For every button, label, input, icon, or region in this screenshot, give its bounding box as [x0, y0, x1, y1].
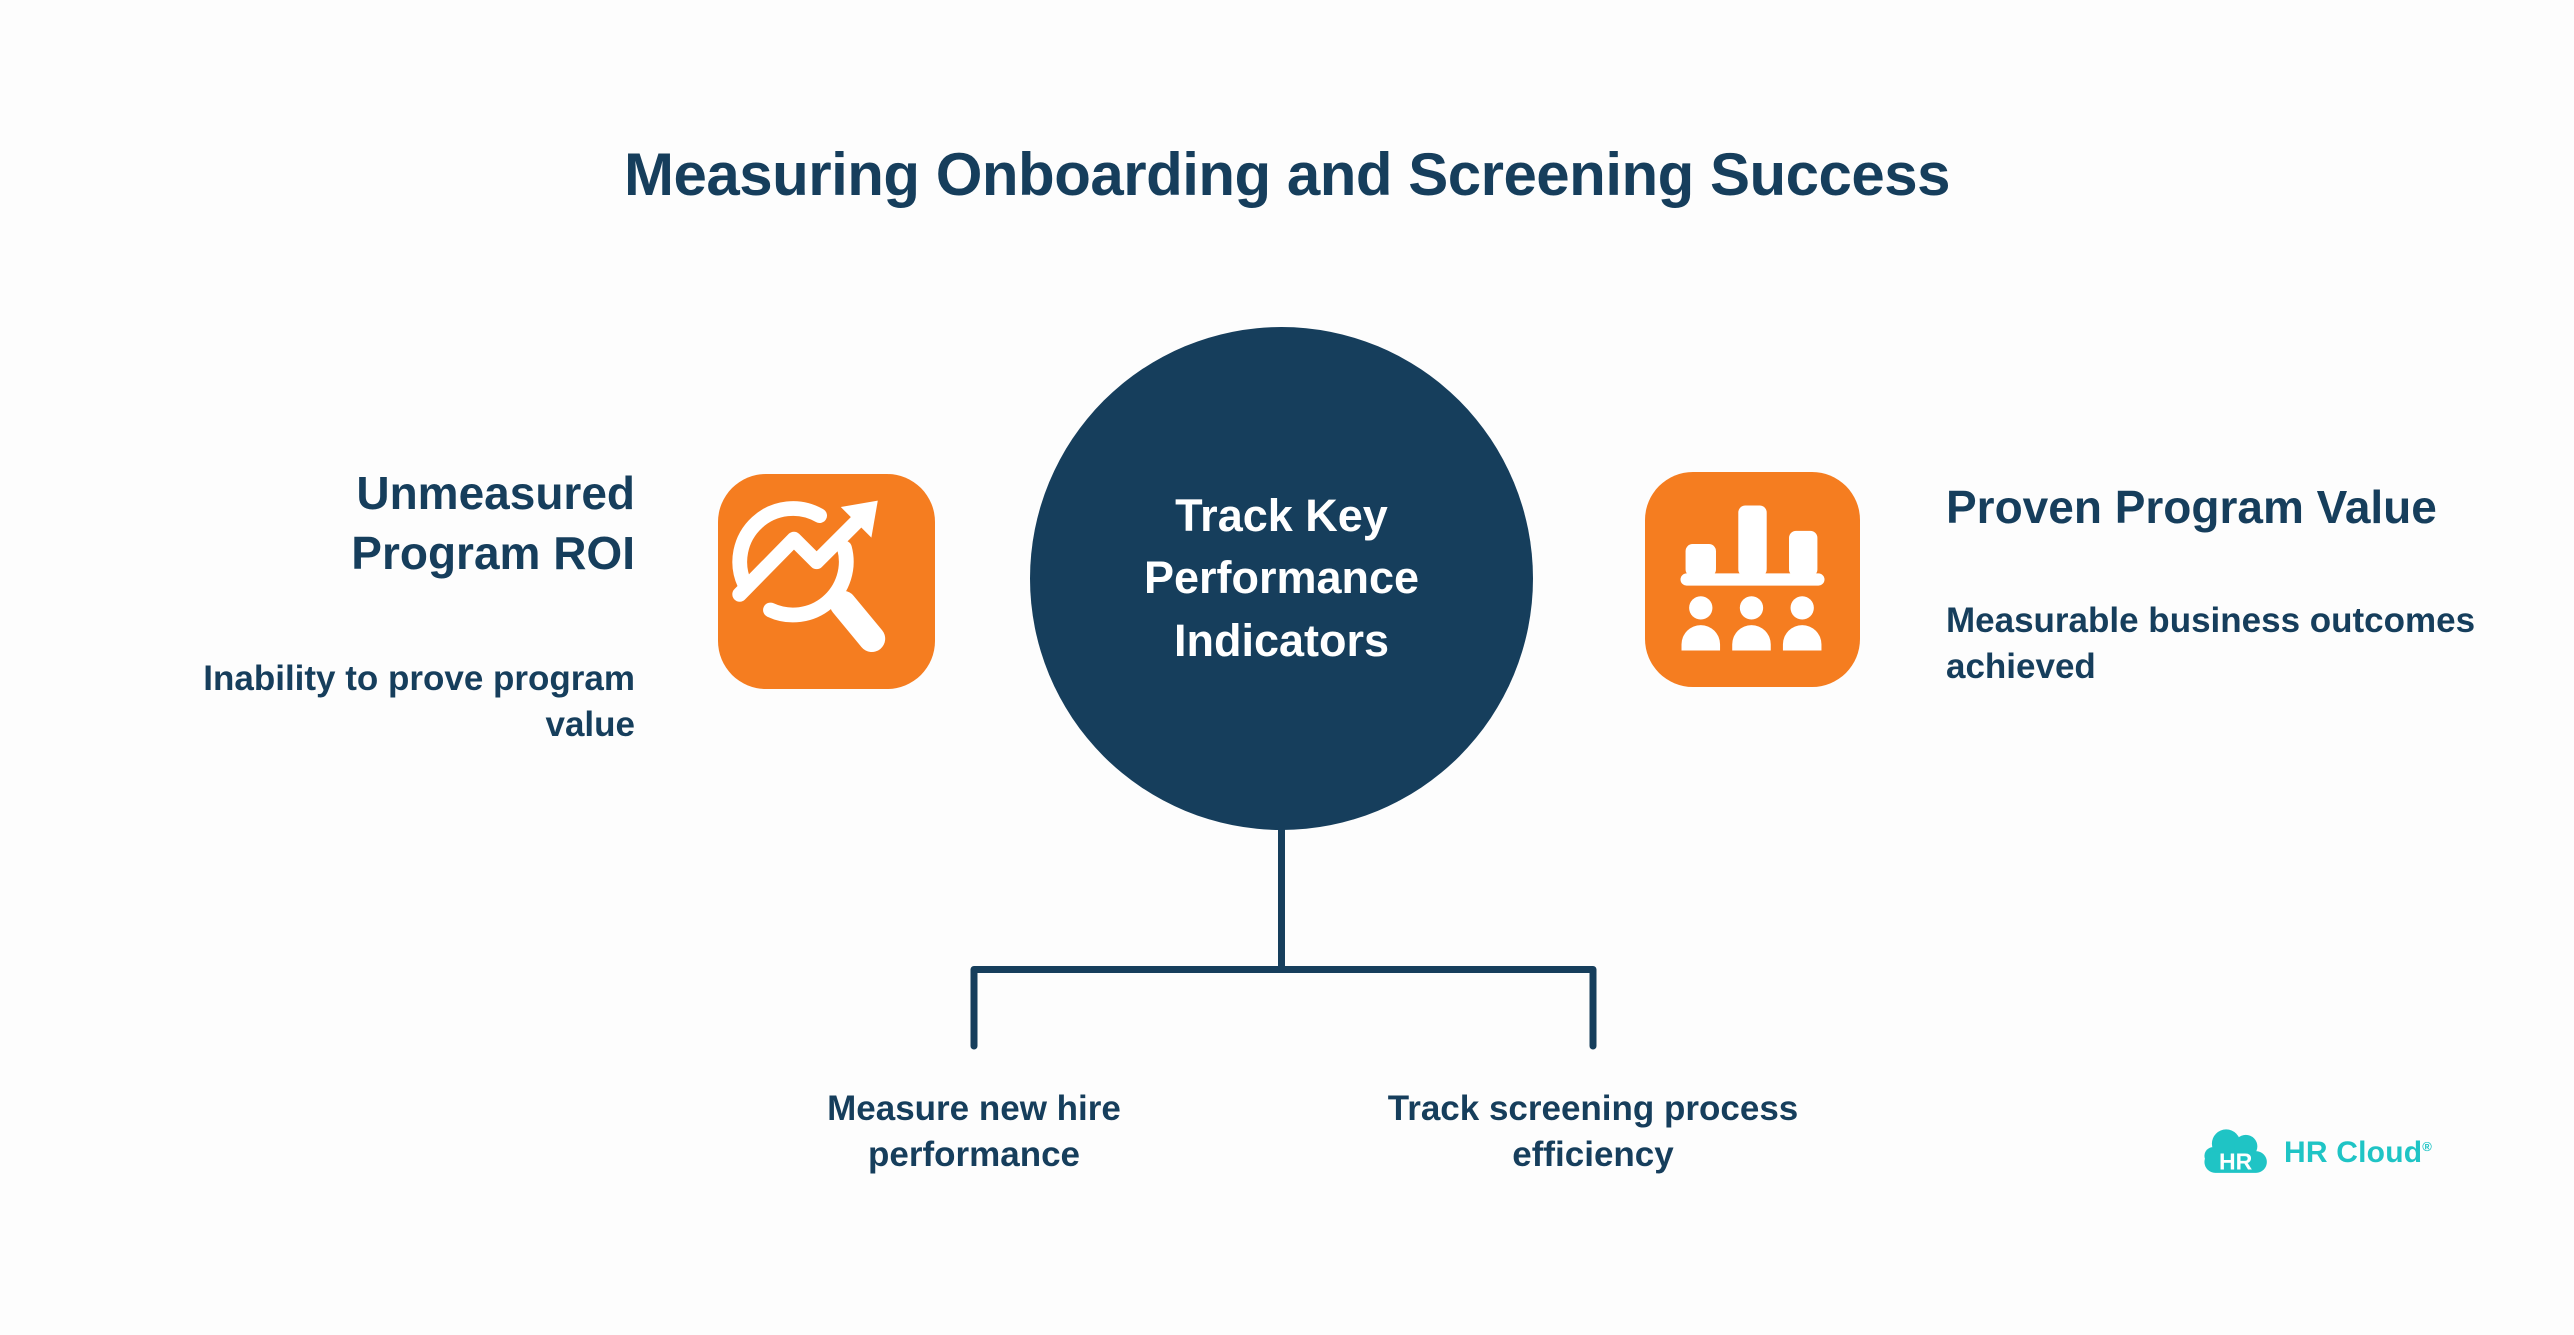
- brand-wordmark: HR Cloud®: [2284, 1136, 2432, 1170]
- right-heading: Proven Program Value: [1946, 481, 2437, 533]
- left-heading: Unmeasured Program ROI: [351, 467, 635, 579]
- brand-text: HR Cloud: [2284, 1135, 2423, 1169]
- registered-mark: ®: [2422, 1138, 2433, 1154]
- left-text-block: Unmeasured Program ROI Inability to prov…: [155, 464, 635, 748]
- branch-label-right: Track screening process efficiency: [1387, 1089, 1799, 1175]
- central-kpi-circle: Track Key Performance Indicators: [1030, 327, 1533, 830]
- cloud-badge-text: HR: [2219, 1148, 2253, 1174]
- right-text-block: Proven Program Value Measurable business…: [1946, 478, 2506, 690]
- hr-cloud-logo: HR HR Cloud®: [2203, 1124, 2432, 1181]
- team-bar-chart-icon: [1645, 472, 1860, 687]
- central-circle-label: Track Key Performance Indicators: [1143, 490, 1420, 666]
- cloud-icon: HR: [2204, 1129, 2267, 1174]
- right-description: Measurable business outcomes achieved: [1946, 600, 2476, 686]
- branch-label-left: Measure new hire performance: [827, 1089, 1121, 1175]
- left-description: Inability to prove program value: [203, 658, 635, 744]
- trend-magnifier-icon: [718, 474, 935, 689]
- page-title: Measuring Onboarding and Screening Succe…: [624, 141, 1950, 208]
